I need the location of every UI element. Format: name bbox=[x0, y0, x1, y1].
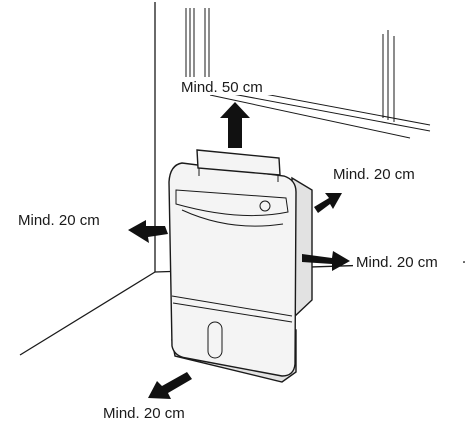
arrow-front-icon bbox=[148, 372, 192, 399]
label-right-clearance: Mind. 20 cm bbox=[356, 254, 438, 271]
water-level-window bbox=[207, 321, 223, 359]
window-frame bbox=[185, 8, 431, 139]
arrow-right-icon bbox=[302, 251, 350, 271]
arrow-back-right-icon bbox=[314, 193, 342, 213]
floor-left-edge bbox=[19, 271, 156, 356]
device-top-handle bbox=[196, 149, 281, 176]
label-front-clearance: Mind. 20 cm bbox=[103, 405, 185, 422]
label-back-right-clearance: Mind. 20 cm bbox=[333, 166, 415, 183]
power-button-icon bbox=[259, 200, 271, 212]
arrow-up-icon bbox=[220, 102, 250, 148]
device-front bbox=[168, 162, 297, 377]
label-top-clearance: Mind. 50 cm bbox=[181, 79, 263, 96]
arrow-left-icon bbox=[128, 220, 168, 243]
water-tank-top-line bbox=[171, 295, 293, 317]
device-front-curve bbox=[181, 209, 284, 227]
clearance-arrows bbox=[128, 102, 350, 399]
dehumidifier bbox=[168, 149, 313, 383]
label-left-clearance: Mind. 20 cm bbox=[18, 212, 100, 229]
device-control-panel bbox=[175, 189, 289, 217]
